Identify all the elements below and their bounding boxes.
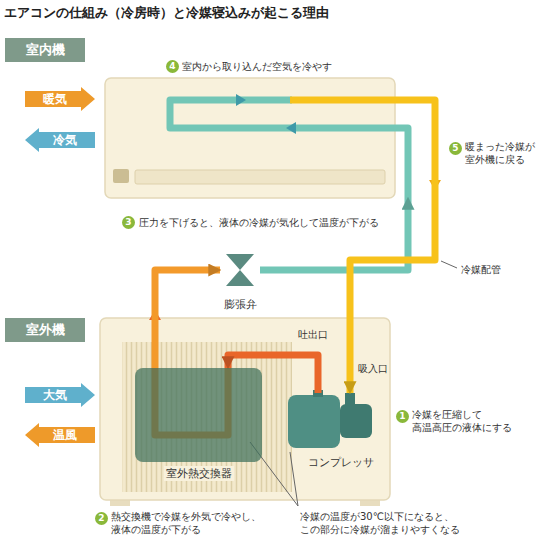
airflow-text: 冷気 bbox=[43, 132, 77, 149]
flow-arrow bbox=[236, 94, 246, 106]
unit-box: 室内機 bbox=[105, 78, 395, 198]
unit-tag: 室外機 bbox=[5, 318, 85, 342]
airflow-text: 大気 bbox=[43, 387, 77, 404]
callout-number: 1 bbox=[396, 410, 409, 423]
diagram-title: エアコンの仕組み（冷房時）と冷媒寝込みが起こる理由 bbox=[4, 4, 329, 22]
unit-tag: 室内機 bbox=[5, 38, 85, 62]
annotation-text: 熱交換機で冷媒を外気で冷やし、 液体の温度が下がる bbox=[111, 510, 276, 536]
refrigerant-pipe bbox=[155, 270, 220, 368]
airflow-text: 暖気 bbox=[43, 91, 77, 108]
callout-number: 4 bbox=[166, 60, 179, 73]
unit-box: 室外機室外熱交換器コンプレッサ bbox=[100, 318, 390, 500]
refrigerant-pipe bbox=[350, 100, 435, 393]
airflow-arrow: 冷気 bbox=[25, 128, 95, 152]
indoor-pipe-warm bbox=[290, 97, 395, 104]
airflow-text: 温風 bbox=[43, 427, 77, 444]
annotation-text: 冷媒を圧縮して 高温高圧の液体にする bbox=[412, 408, 538, 434]
airflow-arrow: 大気 bbox=[25, 383, 95, 407]
callout-number: 5 bbox=[449, 142, 462, 155]
expansion-valve: 膨張弁 bbox=[220, 250, 260, 312]
callout-number: 3 bbox=[122, 216, 135, 229]
indoor-pipe-cold bbox=[170, 100, 408, 198]
airflow-arrow: 暖気 bbox=[25, 87, 95, 111]
leader-line bbox=[290, 452, 298, 506]
flow-arrow bbox=[286, 122, 296, 134]
callout-number: 2 bbox=[95, 512, 108, 525]
annotation-text: 吸入口 bbox=[358, 362, 388, 375]
annotation-text: 室内から取り込んだ空気を冷やす bbox=[182, 60, 332, 73]
annotation-text: 圧力を下げると、液体の冷媒が気化して温度が下がる bbox=[139, 216, 379, 229]
airflow-arrow-fill bbox=[25, 87, 95, 111]
leader-line bbox=[441, 261, 457, 268]
airflow-arrow-fill bbox=[25, 423, 95, 447]
suction-port bbox=[345, 393, 355, 405]
valve-symbol bbox=[226, 254, 254, 270]
airflow-arrow: 温風 bbox=[25, 423, 95, 447]
indoor-louver bbox=[135, 170, 385, 184]
heat-exchanger: 室外熱交換器 bbox=[135, 368, 262, 462]
annotation-text: 吐出口 bbox=[298, 328, 328, 341]
annotation-text: 冷媒の温度が30℃以下になると、 この部分に冷媒が溜まりやすくなる bbox=[300, 510, 482, 536]
compressor-body bbox=[288, 395, 340, 448]
exchanger-label: 室外熱交換器 bbox=[164, 466, 234, 481]
compressor-accumulator bbox=[340, 404, 372, 438]
valve-label: 膨張弁 bbox=[224, 297, 257, 312]
outdoor-grille bbox=[122, 342, 292, 492]
indoor-display bbox=[113, 169, 129, 183]
compressor: コンプレッサ bbox=[286, 393, 382, 470]
indoor-unit-body bbox=[105, 78, 395, 198]
compressor-label: コンプレッサ bbox=[306, 455, 376, 470]
annotation-text: 冷媒配管 bbox=[461, 263, 501, 276]
airflow-arrow-fill bbox=[25, 383, 95, 407]
valve-symbol bbox=[226, 270, 254, 286]
annotation-text: 暖まった冷媒が 室外機に戻る bbox=[465, 140, 539, 166]
airflow-arrow-fill bbox=[25, 128, 95, 152]
